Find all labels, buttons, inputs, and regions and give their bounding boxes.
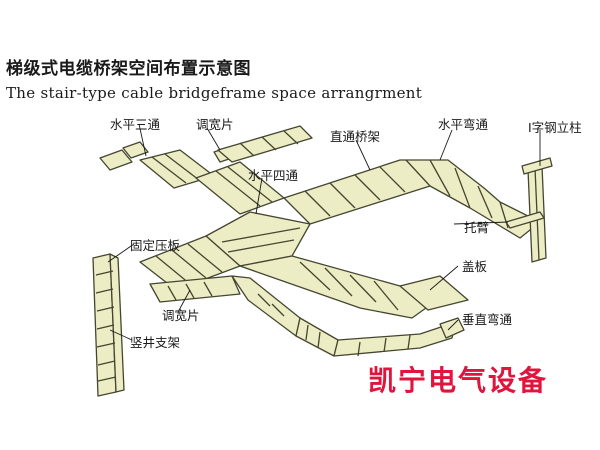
i-beam-column [521,157,553,263]
label-horizontal-tee: 水平三通 [110,117,161,132]
label-vertical-bend: 垂直弯通 [462,312,513,327]
label-horizontal-cross: 水平四通 [248,168,299,183]
lower-tray-run [149,275,465,357]
vertical-bend [439,317,465,339]
watermark-text: 凯宁电气设备 [368,364,549,397]
bracket-arm [505,211,545,229]
label-bracket-arm: 托臂 [464,220,490,235]
label-i-beam-column: I字钢立柱 [528,120,582,135]
cover-plate [399,275,469,311]
vertical-shaft-ladder [92,253,125,397]
label-vertical-shaft-support: 竖井支架 [130,335,181,350]
horizontal-tee-piece [99,141,215,189]
label-horizontal-bend: 水平弯通 [438,117,489,132]
label-straight-tray: 直通桥架 [330,129,381,144]
horizontal-cross [205,211,311,267]
label-cover-plate: 盖板 [462,259,488,274]
label-fixed-clamp: 固定压板 [130,238,181,253]
upper-left-branch [195,125,313,215]
straight-tray-main [283,159,541,239]
label-adjust-width-top: 调宽片 [196,117,234,132]
diagram-title-en: The stair-type cable bridgeframe space a… [6,84,423,102]
lower-right-branch [239,255,469,319]
label-adjust-width-bottom: 调宽片 [162,308,200,323]
diagram-title-cn: 梯级式电缆桥架空间布置示意图 [6,59,251,79]
